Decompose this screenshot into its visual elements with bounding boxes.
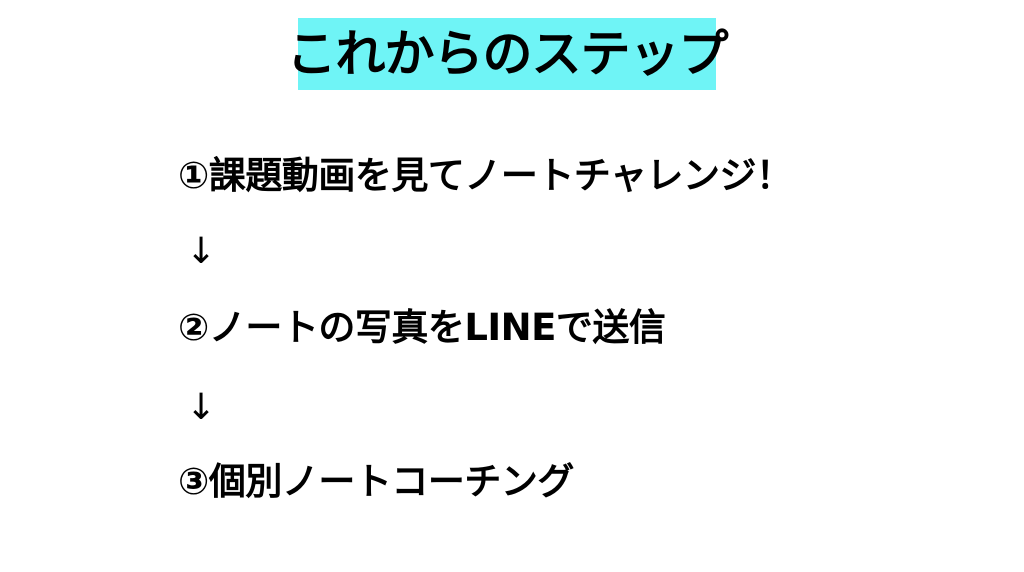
step-1-text: ①課題動画を見てノートチャレンジ！ (178, 154, 793, 197)
down-arrow-icon: ↓ (186, 231, 217, 272)
step-3-text: ③個別ノートコーチング (178, 460, 574, 503)
step-2-text: ②ノートの写真をLINEで送信 (178, 306, 666, 349)
down-arrow-icon: ↓ (186, 387, 217, 428)
page-title: これからのステップ (287, 18, 729, 90)
